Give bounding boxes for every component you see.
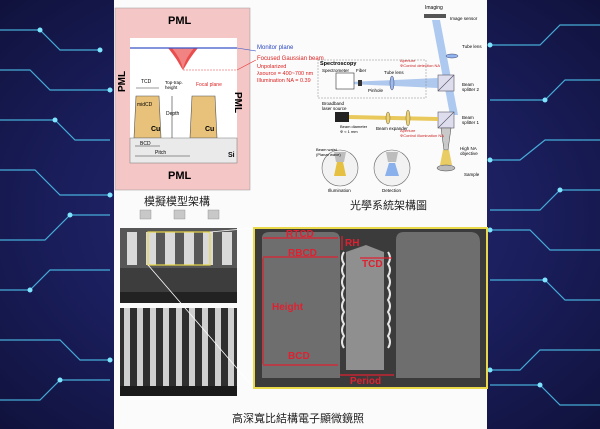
period-label: Period bbox=[350, 376, 382, 387]
pml-bottom-label: PML bbox=[168, 170, 192, 182]
optical-system-caption: 光學系統架構圖 bbox=[350, 199, 427, 212]
aperture-illum-label: Aperture ΦControl illumination NA bbox=[400, 128, 444, 138]
monitor-plane-label: Monitor plane bbox=[257, 45, 294, 51]
top-trap-height-label: Top-trap. height bbox=[165, 80, 183, 90]
pitch-label: Pitch bbox=[155, 150, 167, 156]
beam-line-1: Focused Gaussian beam bbox=[257, 56, 324, 62]
beam-waist-label: Beam waist (Planar wave) bbox=[316, 147, 341, 157]
sample-label: Sample bbox=[464, 172, 480, 177]
si-label: Si bbox=[228, 152, 235, 159]
beam-expander-label: Beam expander bbox=[376, 126, 408, 131]
beam-line-4: Illumination NA = 0.39 bbox=[257, 78, 311, 84]
high-na-label: High NA objective bbox=[460, 146, 478, 156]
depth-label: Depth bbox=[166, 111, 180, 117]
focal-plane-label: Focal plane bbox=[196, 82, 222, 88]
detection-label: Detection bbox=[382, 188, 402, 193]
height-label: Height bbox=[272, 302, 304, 313]
cu-right-label: Cu bbox=[205, 126, 215, 133]
fiber-label: Fiber bbox=[356, 68, 367, 73]
broadband-label: Broadband laser source bbox=[322, 101, 347, 111]
beam-diameter-label: Beam diameter Φ ≈ 1 mm bbox=[340, 124, 368, 134]
spectroscopy-label: Spectroscopy bbox=[320, 61, 357, 67]
beam-line-2: Unpolarized bbox=[257, 64, 287, 70]
rh-label: RH bbox=[345, 238, 360, 249]
beam-line-3: λsource = 400~700 nm bbox=[257, 71, 314, 77]
tube-lens-top-label: Tube lens bbox=[462, 44, 482, 49]
bcd-sem-label: BCD bbox=[288, 351, 310, 362]
pml-top-label: PML bbox=[168, 15, 192, 27]
aperture-detect-label: Aperture ΦControl detection NA bbox=[400, 58, 441, 68]
simulation-model-caption: 模擬模型架構 bbox=[144, 195, 210, 208]
spectrometer-label: Spectrometer bbox=[322, 68, 350, 73]
beam-splitter-2-label: Beam splitter 2 bbox=[462, 82, 480, 92]
imaging-label: Imaging bbox=[425, 5, 443, 11]
tcd-sem-label: TCD bbox=[362, 259, 383, 270]
tcd-label: TCD bbox=[141, 79, 152, 85]
rtcd-label: RTCD bbox=[286, 229, 314, 240]
cu-left-label: Cu bbox=[151, 126, 161, 133]
beam-splitter-1-label: Beam splitter 1 bbox=[462, 115, 480, 125]
tube-lens-label: Tube lens bbox=[384, 70, 404, 75]
sem-caption: 高深寬比結構電子顯微鏡照 bbox=[232, 412, 364, 425]
illumination-label: Illumination bbox=[328, 188, 351, 193]
bcd-label: BCD bbox=[140, 141, 151, 147]
pinhole-label: Pinhole bbox=[368, 88, 384, 93]
midcd-label: midCD bbox=[137, 102, 153, 108]
rbcd-label: RBCD bbox=[288, 248, 317, 259]
image-sensor-label: Image sensor bbox=[450, 16, 478, 21]
